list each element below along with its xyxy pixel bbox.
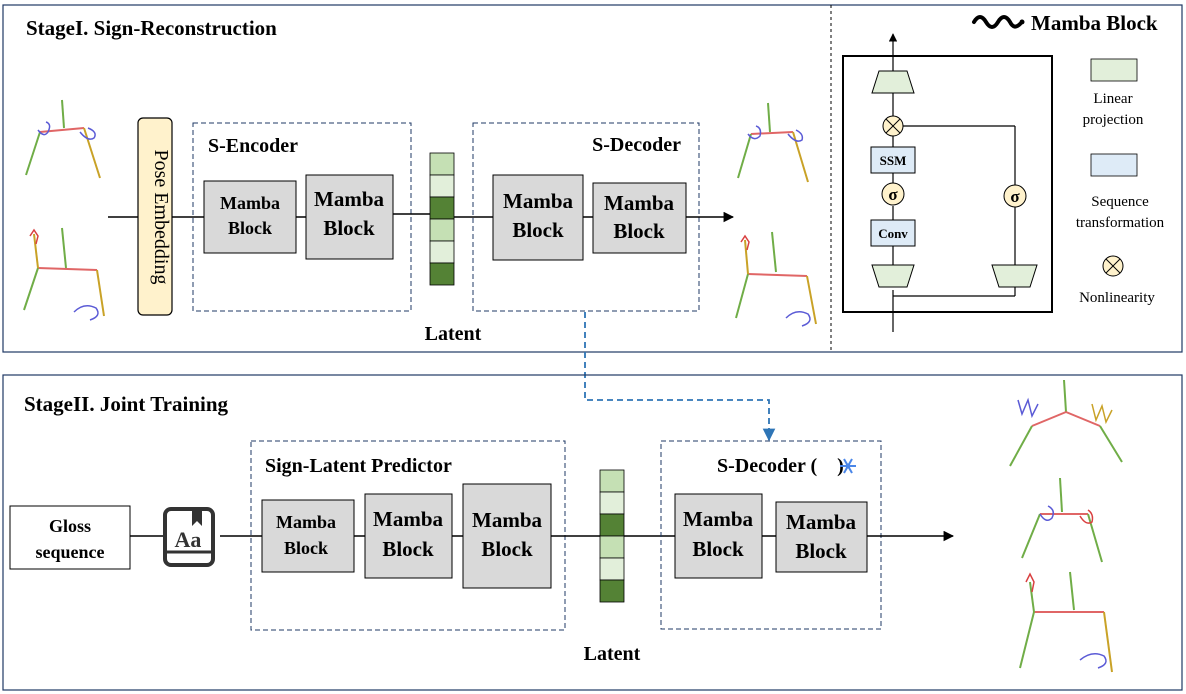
stage2-pose-figure-2 bbox=[1021, 477, 1103, 563]
stage2-panel bbox=[2, 374, 1183, 691]
stage2-latent-label: Latent bbox=[584, 643, 641, 665]
predictor-mamba-block-2: Mamba Block bbox=[364, 493, 453, 579]
stage1-panel bbox=[2, 4, 1183, 353]
conv-label: Conv bbox=[878, 226, 908, 241]
input-pose-figure-bottom bbox=[23, 227, 105, 321]
legend-nonlinearity-label: Nonlinearity bbox=[1079, 290, 1155, 306]
s-encoder-title: S-Encoder bbox=[208, 135, 298, 157]
legend-linear-label: Linear bbox=[1093, 91, 1132, 107]
svg-text:Mamba: Mamba bbox=[683, 507, 753, 531]
output-pose-figure-top bbox=[737, 102, 809, 183]
predictor-mamba-block-1: Mamba Block bbox=[261, 499, 355, 573]
legend-seq-swatch bbox=[1090, 153, 1138, 177]
frozen-decoder-link bbox=[584, 312, 776, 442]
snake-icon bbox=[972, 15, 1025, 29]
predictor-title: Sign-Latent Predictor bbox=[265, 455, 452, 477]
svg-text:Block: Block bbox=[481, 537, 533, 561]
svg-text:Mamba: Mamba bbox=[604, 191, 674, 215]
svg-text:Block: Block bbox=[692, 537, 744, 561]
ssm-box bbox=[870, 146, 916, 174]
svg-text:Mamba: Mamba bbox=[314, 187, 384, 211]
output-pose-figure-bottom bbox=[735, 231, 817, 327]
stage1-latent-label: Latent bbox=[425, 323, 482, 345]
svg-text:Block: Block bbox=[228, 218, 272, 238]
svg-text:Mamba: Mamba bbox=[786, 510, 856, 534]
stage2-pose-figure-3 bbox=[1019, 571, 1113, 673]
dictionary-icon: Aa bbox=[163, 507, 215, 567]
legend-seq-label: Sequence bbox=[1091, 194, 1149, 210]
legend-linear-label-2: projection bbox=[1083, 112, 1144, 128]
svg-text:Mamba: Mamba bbox=[276, 512, 336, 532]
pose-embedding-label: Pose Embedding bbox=[150, 150, 172, 285]
legend-linear-swatch bbox=[1090, 58, 1138, 82]
frozen-s-decoder-container bbox=[660, 440, 882, 630]
frozen-decoder-mamba-block-1: Mamba Block bbox=[674, 493, 763, 579]
svg-text:Block: Block bbox=[512, 218, 564, 242]
mamba-linear-right-bottom bbox=[991, 264, 1038, 288]
svg-text:Block: Block bbox=[795, 539, 847, 563]
svg-text:Mamba: Mamba bbox=[373, 507, 443, 531]
legend-seq-label-2: transformation bbox=[1076, 215, 1165, 231]
multiply-node bbox=[882, 115, 904, 137]
mamba-panel-title: Mamba Block bbox=[1031, 11, 1158, 35]
stage1-latent-stack bbox=[429, 152, 455, 286]
svg-text:σ: σ bbox=[888, 185, 898, 204]
stage1-title: StageI. Sign-Reconstruction bbox=[26, 16, 277, 40]
svg-text:Block: Block bbox=[613, 219, 665, 243]
conv-box bbox=[870, 219, 916, 247]
svg-text:Aa: Aa bbox=[175, 527, 202, 552]
gloss-sequence-box bbox=[9, 505, 131, 570]
svg-text:Block: Block bbox=[284, 538, 328, 558]
stage2-title: StageII. Joint Training bbox=[24, 392, 229, 416]
input-pose-figure-top bbox=[25, 99, 101, 179]
gloss-label-1: Gloss bbox=[49, 516, 91, 536]
stage2-latent-stack bbox=[599, 469, 625, 603]
mamba-linear-top bbox=[871, 70, 915, 94]
svg-text:Mamba: Mamba bbox=[503, 189, 573, 213]
frozen-decoder-title: S-Decoder () bbox=[717, 455, 844, 477]
stage2-pose-figure-1 bbox=[1009, 379, 1123, 467]
svg-text:Block: Block bbox=[382, 537, 434, 561]
s-decoder-title: S-Decoder bbox=[592, 134, 681, 156]
decoder-mamba-block-1: Mamba Block bbox=[492, 174, 584, 261]
predictor-mamba-block-3: Mamba Block bbox=[462, 483, 552, 589]
svg-text:Mamba: Mamba bbox=[220, 193, 280, 213]
encoder-mamba-block-1: Mamba Block bbox=[203, 180, 297, 254]
encoder-mamba-block-2: Mamba Block bbox=[305, 174, 394, 260]
svg-text:Mamba: Mamba bbox=[472, 508, 542, 532]
legend-nonlinearity-icon bbox=[1102, 255, 1124, 277]
frozen-decoder-mamba-block-2: Mamba Block bbox=[775, 501, 868, 573]
ssm-label: SSM bbox=[880, 153, 907, 168]
s-encoder-container bbox=[192, 122, 412, 312]
mamba-linear-left-bottom bbox=[871, 264, 915, 288]
mamba-internals-frame bbox=[842, 55, 1053, 313]
snowflake-icon bbox=[840, 458, 856, 474]
svg-text:σ: σ bbox=[1010, 187, 1020, 206]
decoder-mamba-block-2: Mamba Block bbox=[592, 182, 687, 254]
svg-text:Block: Block bbox=[323, 216, 375, 240]
gloss-label-2: sequence bbox=[36, 542, 105, 562]
